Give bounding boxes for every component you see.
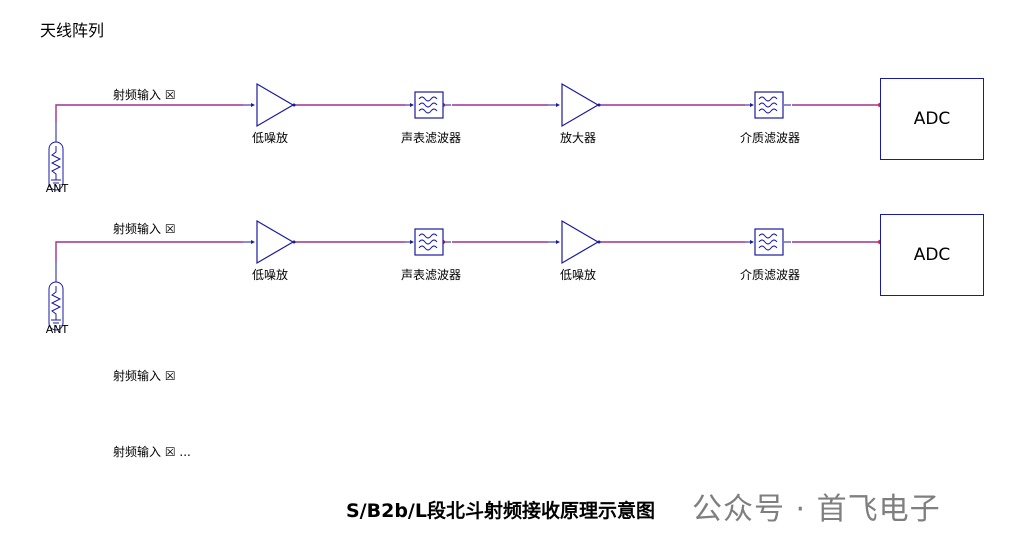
antenna-icon: [48, 261, 64, 331]
component-label-saw-filter: 声表滤波器: [400, 268, 462, 282]
rf-input-label: 射频输入 ☒: [113, 369, 176, 383]
watermark: 公众号 · 首飞电子: [692, 492, 941, 527]
component-label-ceramic-filter: 介质滤波器: [739, 268, 801, 282]
adc-block: ADC: [880, 214, 984, 296]
rf-input-label: 射频输入 ☒: [113, 88, 176, 102]
diagram-caption: S/B2b/L段北斗射频接收原理示意图: [346, 500, 655, 522]
component-label-lna: 低噪放: [251, 131, 289, 145]
adc-block: ADC: [880, 78, 984, 160]
adc-label: ADC: [913, 245, 951, 265]
amplifier-icon: [547, 83, 602, 127]
filter-icon: [404, 228, 452, 256]
component-label-amplifier: 放大器: [559, 131, 597, 145]
adc-label: ADC: [913, 109, 951, 129]
antenna-label: ANT: [45, 323, 69, 336]
filter-icon: [744, 228, 792, 256]
chain-2-wires: [55, 239, 883, 262]
component-label-lna: 低噪放: [251, 268, 289, 282]
antenna-icon: [48, 121, 64, 191]
rf-input-label: 射频输入 ☒: [113, 222, 176, 236]
filter-icon: [404, 91, 452, 119]
component-label-saw-filter: 声表滤波器: [400, 131, 462, 145]
amplifier-icon: [242, 220, 297, 264]
wire-ant2-lna: [55, 241, 243, 262]
amplifier-icon: [242, 83, 297, 127]
antenna-label: ANT: [45, 182, 69, 195]
amplifier-icon: [547, 220, 602, 264]
rf-input-label: 射频输入 ☒ ...: [113, 445, 191, 459]
filter-icon: [744, 91, 792, 119]
diagram-title: 天线阵列: [40, 21, 105, 40]
component-label-ceramic-filter: 介质滤波器: [739, 131, 801, 145]
component-label-lna: 低噪放: [559, 268, 597, 282]
chain-1-wires: [55, 102, 883, 122]
wire-ant1-lna: [55, 104, 243, 122]
